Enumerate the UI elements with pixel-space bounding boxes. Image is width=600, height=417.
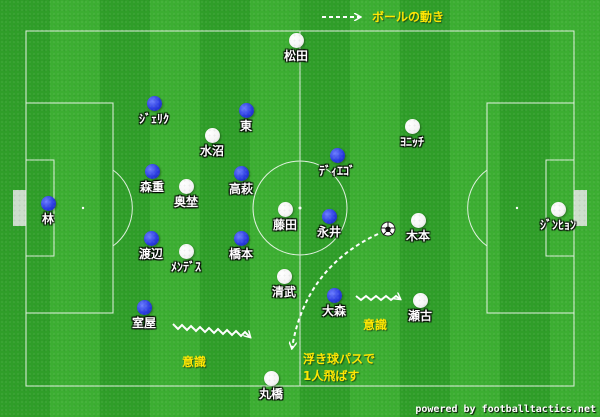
player-name: ﾖﾆｯﾁ <box>399 135 424 149</box>
right-penalty-spot <box>515 206 519 210</box>
player-white-yonetch[interactable]: ﾖﾆｯﾁ <box>382 119 442 149</box>
player-white-mizunuma[interactable]: 水沼 <box>182 128 242 158</box>
player-name: 藤田 <box>272 218 297 232</box>
player-blue-morishige[interactable]: 森重 <box>122 164 182 194</box>
legend-arrow-space <box>320 12 368 22</box>
awareness-label-right: 意識 <box>363 318 388 332</box>
player-white-kiyotake[interactable]: 清武 <box>254 269 314 299</box>
player-blue-diego[interactable]: ﾃﾞｨｴｺﾞ <box>307 148 367 178</box>
player-blue-hashimoto[interactable]: 橋本 <box>211 231 271 261</box>
left-goal <box>13 190 26 226</box>
player-name: 奥埜 <box>173 195 198 209</box>
player-marker <box>233 231 249 246</box>
player-marker <box>204 128 220 143</box>
credit-text: powered by footballtactics.net <box>415 404 596 415</box>
player-white-seko[interactable]: 瀬古 <box>390 293 450 323</box>
player-blue-nagai[interactable]: 永井 <box>299 209 359 239</box>
player-marker <box>143 231 159 246</box>
player-white-kimoto[interactable]: 木本 <box>388 213 448 243</box>
player-name: 東 <box>239 119 252 133</box>
player-white-okuboku[interactable]: 奥埜 <box>156 179 216 209</box>
player-blue-takahagi[interactable]: 高萩 <box>211 166 271 196</box>
player-name: ﾃﾞｨｴｺﾞ <box>318 164 355 178</box>
player-name: ﾒﾝﾃﾞｽ <box>170 260 201 274</box>
player-marker <box>238 103 254 118</box>
legend: ボールの動き <box>320 8 444 25</box>
player-name: 丸橋 <box>258 387 283 401</box>
player-name: 清武 <box>271 285 296 299</box>
player-marker <box>144 164 160 179</box>
player-marker <box>329 148 345 163</box>
player-name: 松田 <box>283 49 308 63</box>
player-name: 水沼 <box>199 144 224 158</box>
player-name: 永井 <box>316 225 341 239</box>
player-marker <box>276 269 292 284</box>
lofted-pass-label-line2: 1人飛ばす <box>303 369 360 383</box>
player-marker <box>321 209 337 224</box>
player-white-maruhashi[interactable]: 丸橋 <box>241 371 301 401</box>
player-marker <box>410 213 426 228</box>
player-blue-higashi[interactable]: 東 <box>216 103 276 133</box>
player-marker <box>178 179 194 194</box>
player-name: ｼﾞﾝﾋｮﾝ <box>539 218 576 232</box>
player-blue-omori[interactable]: 大森 <box>304 288 364 318</box>
player-name: 大森 <box>321 304 346 318</box>
player-name: 室屋 <box>131 316 156 330</box>
player-marker <box>136 300 152 315</box>
player-name: 林 <box>41 212 54 226</box>
player-marker <box>178 244 194 259</box>
center-spot <box>298 206 302 210</box>
player-blue-muroya[interactable]: 室屋 <box>114 300 174 330</box>
player-blue-hayashi[interactable]: 林 <box>18 196 78 226</box>
player-marker <box>550 202 566 217</box>
wavy-arrow-icon <box>355 296 400 302</box>
player-marker <box>233 166 249 181</box>
left-penalty-spot <box>81 206 85 210</box>
player-blue-watanabe[interactable]: 渡辺 <box>121 231 181 261</box>
player-marker <box>288 33 304 48</box>
player-marker <box>412 293 428 308</box>
player-name: 木本 <box>405 229 430 243</box>
lofted-pass-label-line1: 浮き球パスで <box>303 352 376 366</box>
legend-label: ボールの動き <box>372 10 445 24</box>
player-blue-jerik[interactable]: ｼﾞｪﾘｸ <box>124 96 184 126</box>
soccer-ball-icon <box>380 221 396 237</box>
player-name: ｼﾞｪﾘｸ <box>138 112 169 126</box>
wavy-arrow-icon <box>172 323 250 337</box>
player-white-fujita[interactable]: 藤田 <box>255 202 315 232</box>
player-name: 渡辺 <box>138 247 163 261</box>
player-white-jinhyeon[interactable]: ｼﾞﾝﾋｮﾝ <box>528 202 588 232</box>
right-penalty-arc <box>467 169 488 247</box>
player-marker <box>263 371 279 386</box>
right-goal <box>574 190 587 226</box>
player-name: 瀬古 <box>407 309 432 323</box>
player-white-matsuda[interactable]: 松田 <box>266 33 326 63</box>
player-name: 高萩 <box>228 182 253 196</box>
player-marker <box>146 96 162 111</box>
left-penalty-arc <box>112 169 133 247</box>
awareness-label-left: 意識 <box>182 355 207 369</box>
player-name: 橋本 <box>228 247 253 261</box>
center-circle <box>252 160 348 256</box>
player-marker <box>326 288 342 303</box>
player-marker <box>277 202 293 217</box>
player-marker <box>40 196 56 211</box>
player-marker <box>404 119 420 134</box>
player-white-mendes[interactable]: ﾒﾝﾃﾞｽ <box>156 244 216 274</box>
player-name: 森重 <box>139 180 164 194</box>
